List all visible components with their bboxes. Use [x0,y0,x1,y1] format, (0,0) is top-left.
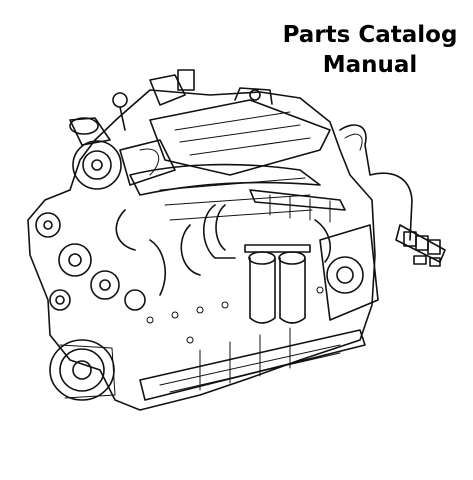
belt-pulleys [35,212,146,311]
block-bolts [146,286,324,344]
crank-pulley [49,339,116,401]
title-line-1: Parts Catalog [282,22,458,48]
valve-cover [149,99,331,176]
intake-pipe [129,163,321,196]
connector-plugs [395,224,446,267]
title-line-2: Manual [322,52,418,78]
turbocharger [69,117,176,190]
engine-block-outline [27,89,376,411]
catalog-title: Parts Catalog Manual [270,20,470,80]
fuel-filters [244,244,311,324]
oil-pan [139,329,366,401]
wiring-harness [339,124,413,241]
